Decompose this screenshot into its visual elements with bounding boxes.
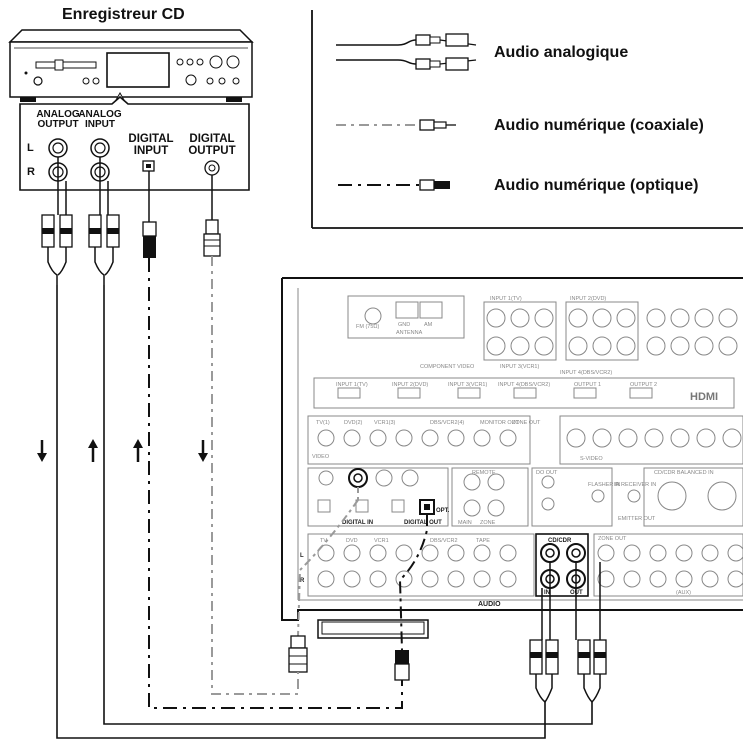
port-label-digital-output: DIGITAL OUTPUT [188, 133, 236, 157]
receiver-label-hdmi-logo: HDMI [690, 391, 718, 403]
receiver-label-dbs: DBS/VCR2(4) [430, 420, 464, 426]
receiver-label-dvd2: DVD(2) [344, 420, 363, 426]
coaxial-plug [203, 175, 221, 257]
receiver-label-output1: OUTPUT 1 [574, 382, 601, 388]
receiver-label-audio: AUDIO [478, 601, 501, 608]
routed-cables [56, 256, 593, 739]
receiver-label-hdmi-in4: INPUT 4(DBS/VCR2) [498, 382, 550, 388]
receiver-label-video: VIDEO [312, 454, 330, 460]
legend-label-coaxial: Audio numérique (coaxiale) [494, 117, 704, 134]
receiver-label-emitter: EMITTER OUT [618, 516, 656, 522]
receiver-label-main: MAIN [458, 520, 472, 526]
receiver-label-zone-out: ZONE OUT [512, 420, 541, 426]
receiver-label-l: L [300, 553, 304, 559]
receiver-label-do-out: DO OUT [536, 470, 558, 476]
receiver-label-remote: REMOTE [472, 470, 496, 476]
receiver-label-digital-out: DIGITAL OUT [404, 520, 442, 526]
receiver-label-s-video: S-VIDEO [580, 456, 603, 462]
receiver-label-vcr1: VCR1(3) [374, 420, 396, 426]
receiver-label-input1tv: INPUT 1(TV) [490, 296, 522, 302]
arrow-down-analog-output-icon [37, 440, 47, 462]
legend-analog-cable [336, 33, 477, 71]
device-title: Enregistreur CD [62, 6, 185, 23]
receiver-label-tv1: TV(1) [316, 420, 330, 426]
receiver-rear-panel: ANTENNA FM (75Ω) GND AM INPUT 1(TV) INPU… [281, 277, 743, 639]
receiver-label-hdmi-in1: INPUT 1(TV) [336, 382, 368, 388]
legend-optical-cable [338, 179, 450, 191]
receiver-label-antenna: ANTENNA [396, 330, 423, 336]
receiver-label-r: R [300, 578, 305, 584]
optical-plug [142, 171, 157, 258]
legend-label-analog: Audio analogique [494, 44, 629, 61]
receiver-label-in: IN [544, 590, 550, 596]
receiver-label-vcr: VCR1 [374, 538, 389, 544]
direction-arrows [37, 439, 208, 462]
receiver-label-monitor-out: MONITOR OUT [480, 420, 520, 426]
receiver-label-tv: TV [320, 538, 327, 544]
analog-output-plug-pair [41, 214, 73, 285]
receiver-label-aux: (AUX) [676, 590, 691, 596]
legend-box [311, 10, 743, 229]
cable-analog-output-to-cdr-in [56, 285, 546, 739]
cd-recorder-device [8, 29, 254, 102]
cd-cdr-audio-jacks [535, 533, 589, 597]
receiver-label-ir: IR RECEIVER IN [614, 482, 656, 488]
cable-optical [148, 258, 403, 709]
receiver-label-tape: TAPE [476, 538, 490, 544]
receiver-label-hdmi-in3: INPUT 3(VCR1) [448, 382, 487, 388]
receiver-label-zone-out-audio: ZONE OUT [598, 536, 627, 542]
receiver-label-cd-cdr: CD/CDR [548, 538, 572, 544]
receiver-label-gnd: GND [398, 322, 410, 328]
receiver-label-component-video: COMPONENT VIDEO [420, 364, 475, 370]
analog-input-plug-pair [88, 214, 120, 285]
port-label-analog-output: ANALOG OUTPUT [36, 109, 80, 130]
legend-coaxial-cable [336, 119, 456, 131]
port-label-analog-input: ANALOG INPUT [78, 109, 122, 130]
legend-label-optical: Audio numérique (optique) [494, 177, 699, 194]
arrow-up-digital-input-icon [133, 439, 143, 462]
receiver-label-input4: INPUT 4(DBS/VCR2) [560, 370, 612, 376]
receiver-label-fm: FM (75Ω) [356, 324, 380, 330]
cable-coaxial [211, 256, 299, 695]
receiver-label-cd-balanced: CD/CDR BALANCED IN [654, 470, 714, 476]
receiver-label-output2: OUTPUT 2 [630, 382, 657, 388]
receiver-label-am: AM [424, 322, 433, 328]
receiver-label-flasher: FLASHER IN [588, 482, 620, 488]
port-label-right: R [27, 166, 35, 178]
receiver-label-dvd: DVD [346, 538, 358, 544]
arrow-down-digital-output-icon [198, 440, 208, 462]
receiver-label-dbs-vcr2: DBS/VCR2 [430, 538, 458, 544]
arrow-up-analog-input-icon [88, 439, 98, 462]
receiver-label-hdmi-in2: INPUT 2(DVD) [392, 382, 428, 388]
receiver-label-input3: INPUT 3(VCR1) [500, 364, 539, 370]
receiver-label-zone: ZONE [480, 520, 496, 526]
receiver-label-input2dvd: INPUT 2(DVD) [570, 296, 606, 302]
receiver-label-digital-in: DIGITAL IN [342, 520, 373, 526]
cable-analog-input-from-cdr-out [103, 285, 593, 725]
port-label-left: L [27, 142, 34, 154]
receiver-label-opt: OPT. [436, 508, 450, 514]
port-label-digital-input: DIGITAL INPUT [128, 133, 174, 157]
cd-recorder-plugs [41, 157, 221, 285]
